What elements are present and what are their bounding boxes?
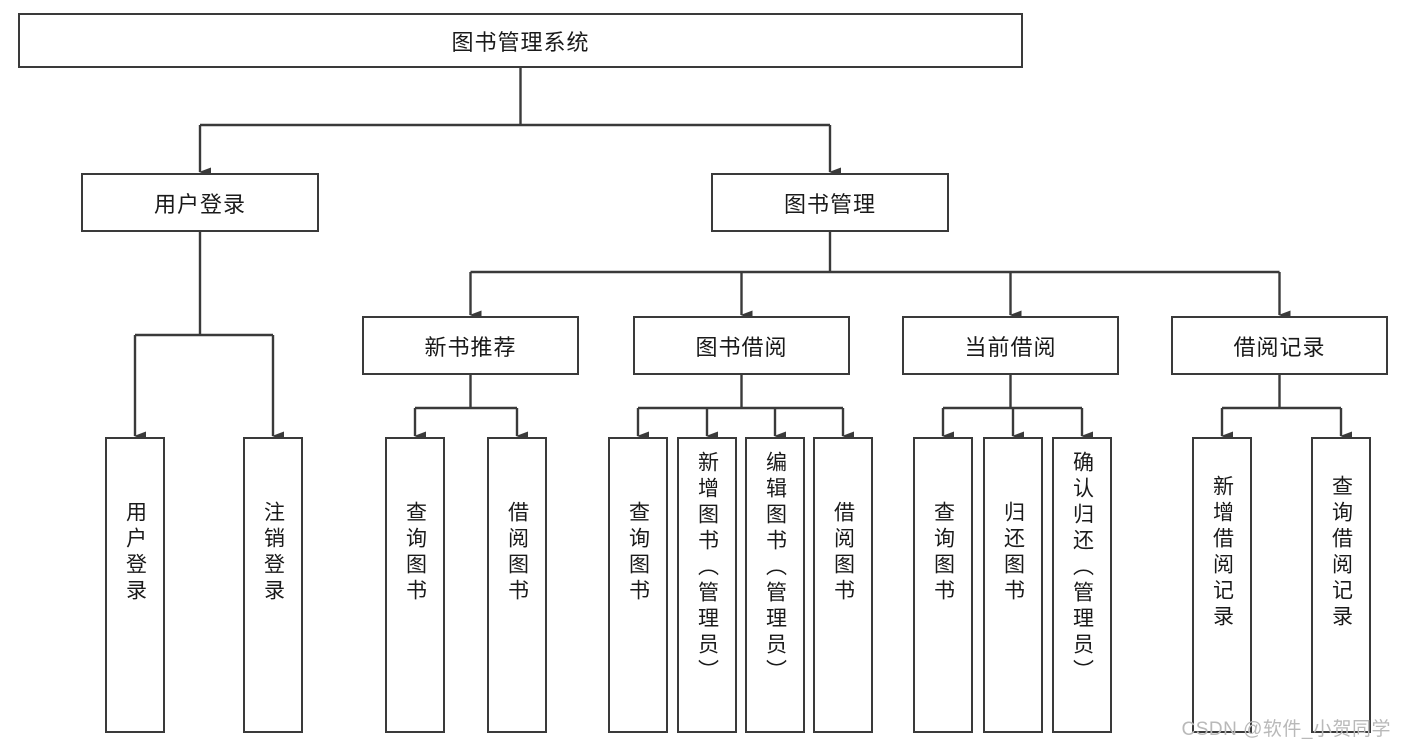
node-leaf-query-book-2[interactable]: 查询图书 [608, 437, 668, 733]
node-leaf-borrow-book-1[interactable]: 借阅图书 [487, 437, 547, 733]
edges-group [133, 68, 1352, 441]
node-label: 归还图书 [1001, 501, 1025, 605]
watermark-label: CSDN @软件_小贺同学 [1181, 719, 1391, 740]
node-label: 当前借阅 [964, 334, 1057, 360]
node-leaf-return-book[interactable]: 归还图书 [983, 437, 1043, 733]
node-label: 新书推荐 [424, 334, 517, 360]
node-leaf-add-borrow-record[interactable]: 新增借阅记录 [1192, 437, 1252, 733]
node-leaf-query-book-1[interactable]: 查询图书 [385, 437, 445, 733]
node-leaf-edit-book[interactable]: 编辑图书（管理员） [745, 437, 805, 733]
node-leaf-user-logout[interactable]: 注销登录 [243, 437, 303, 733]
node-label: 查询借阅记录 [1329, 475, 1353, 631]
node-leaf-confirm-return[interactable]: 确认归还（管理员） [1052, 437, 1112, 733]
node-label: 用户登录 [153, 191, 246, 217]
node-new-book-recommend[interactable]: 新书推荐 [362, 316, 579, 375]
node-label: 查询图书 [403, 501, 427, 605]
node-label: 查询图书 [626, 501, 650, 605]
node-label: 借阅图书 [505, 501, 529, 605]
node-current-borrow[interactable]: 当前借阅 [902, 316, 1119, 375]
node-label: 确认归还（管理员） [1070, 451, 1094, 685]
node-leaf-borrow-book-2[interactable]: 借阅图书 [813, 437, 873, 733]
node-label: 借阅记录 [1233, 334, 1326, 360]
node-label: 图书借阅 [695, 334, 788, 360]
node-label: 注销登录 [261, 501, 285, 605]
node-user-login[interactable]: 用户登录 [81, 173, 319, 232]
node-label: 编辑图书（管理员） [763, 451, 787, 685]
node-book-manage[interactable]: 图书管理 [711, 173, 949, 232]
node-label: 借阅图书 [831, 501, 855, 605]
node-label: 用户登录 [123, 501, 147, 605]
node-label: 图书管理 [783, 191, 876, 217]
node-leaf-query-borrow-record[interactable]: 查询借阅记录 [1311, 437, 1371, 733]
node-root[interactable]: 图书管理系统 [18, 13, 1023, 68]
node-leaf-user-login[interactable]: 用户登录 [105, 437, 165, 733]
node-leaf-query-book-3[interactable]: 查询图书 [913, 437, 973, 733]
node-label: 图书管理系统 [451, 29, 590, 55]
node-label: 新增借阅记录 [1210, 475, 1234, 631]
node-leaf-add-book[interactable]: 新增图书（管理员） [677, 437, 737, 733]
node-label: 查询图书 [931, 501, 955, 605]
node-book-borrow[interactable]: 图书借阅 [633, 316, 850, 375]
node-borrow-record[interactable]: 借阅记录 [1171, 316, 1388, 375]
node-label: 新增图书（管理员） [695, 451, 719, 685]
